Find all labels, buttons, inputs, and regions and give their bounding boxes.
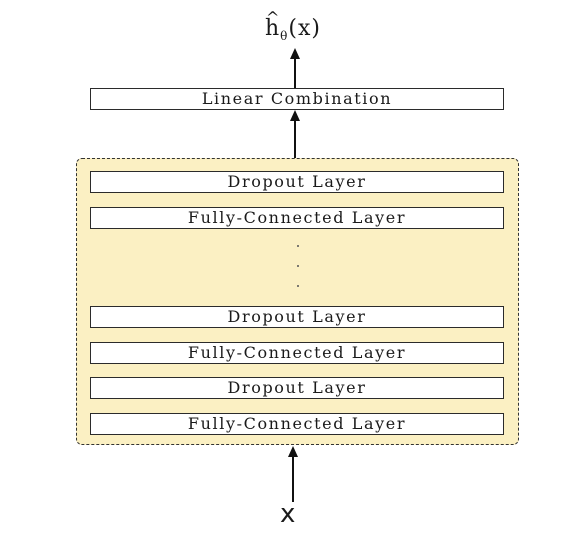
- container-to-linear-arrow: [290, 110, 300, 158]
- input-arrow: [288, 446, 298, 502]
- output-hat: ^: [266, 8, 281, 27]
- dropout-layer-box: Dropout Layer: [90, 377, 504, 399]
- dropout-layer-box: Dropout Layer: [90, 306, 504, 328]
- ellipsis-dot: [297, 285, 299, 287]
- linear-combination-box: Linear Combination: [90, 88, 504, 110]
- output-args: (x): [288, 16, 321, 41]
- fully-connected-layer-box: Fully-Connected Layer: [90, 342, 504, 364]
- ellipsis-dot: [297, 245, 299, 247]
- repeated-block-container: [76, 158, 519, 445]
- output-symbol: h: [265, 16, 281, 41]
- dropout-layer-box: Dropout Layer: [90, 171, 504, 193]
- output-subscript: θ: [280, 29, 289, 43]
- input-label: x: [280, 499, 296, 529]
- output-arrow: [290, 48, 300, 90]
- ellipsis-dot: [297, 265, 299, 267]
- output-label: ^hθ(x): [265, 8, 321, 43]
- fully-connected-layer-box: Fully-Connected Layer: [90, 413, 504, 435]
- fully-connected-layer-box: Fully-Connected Layer: [90, 207, 504, 229]
